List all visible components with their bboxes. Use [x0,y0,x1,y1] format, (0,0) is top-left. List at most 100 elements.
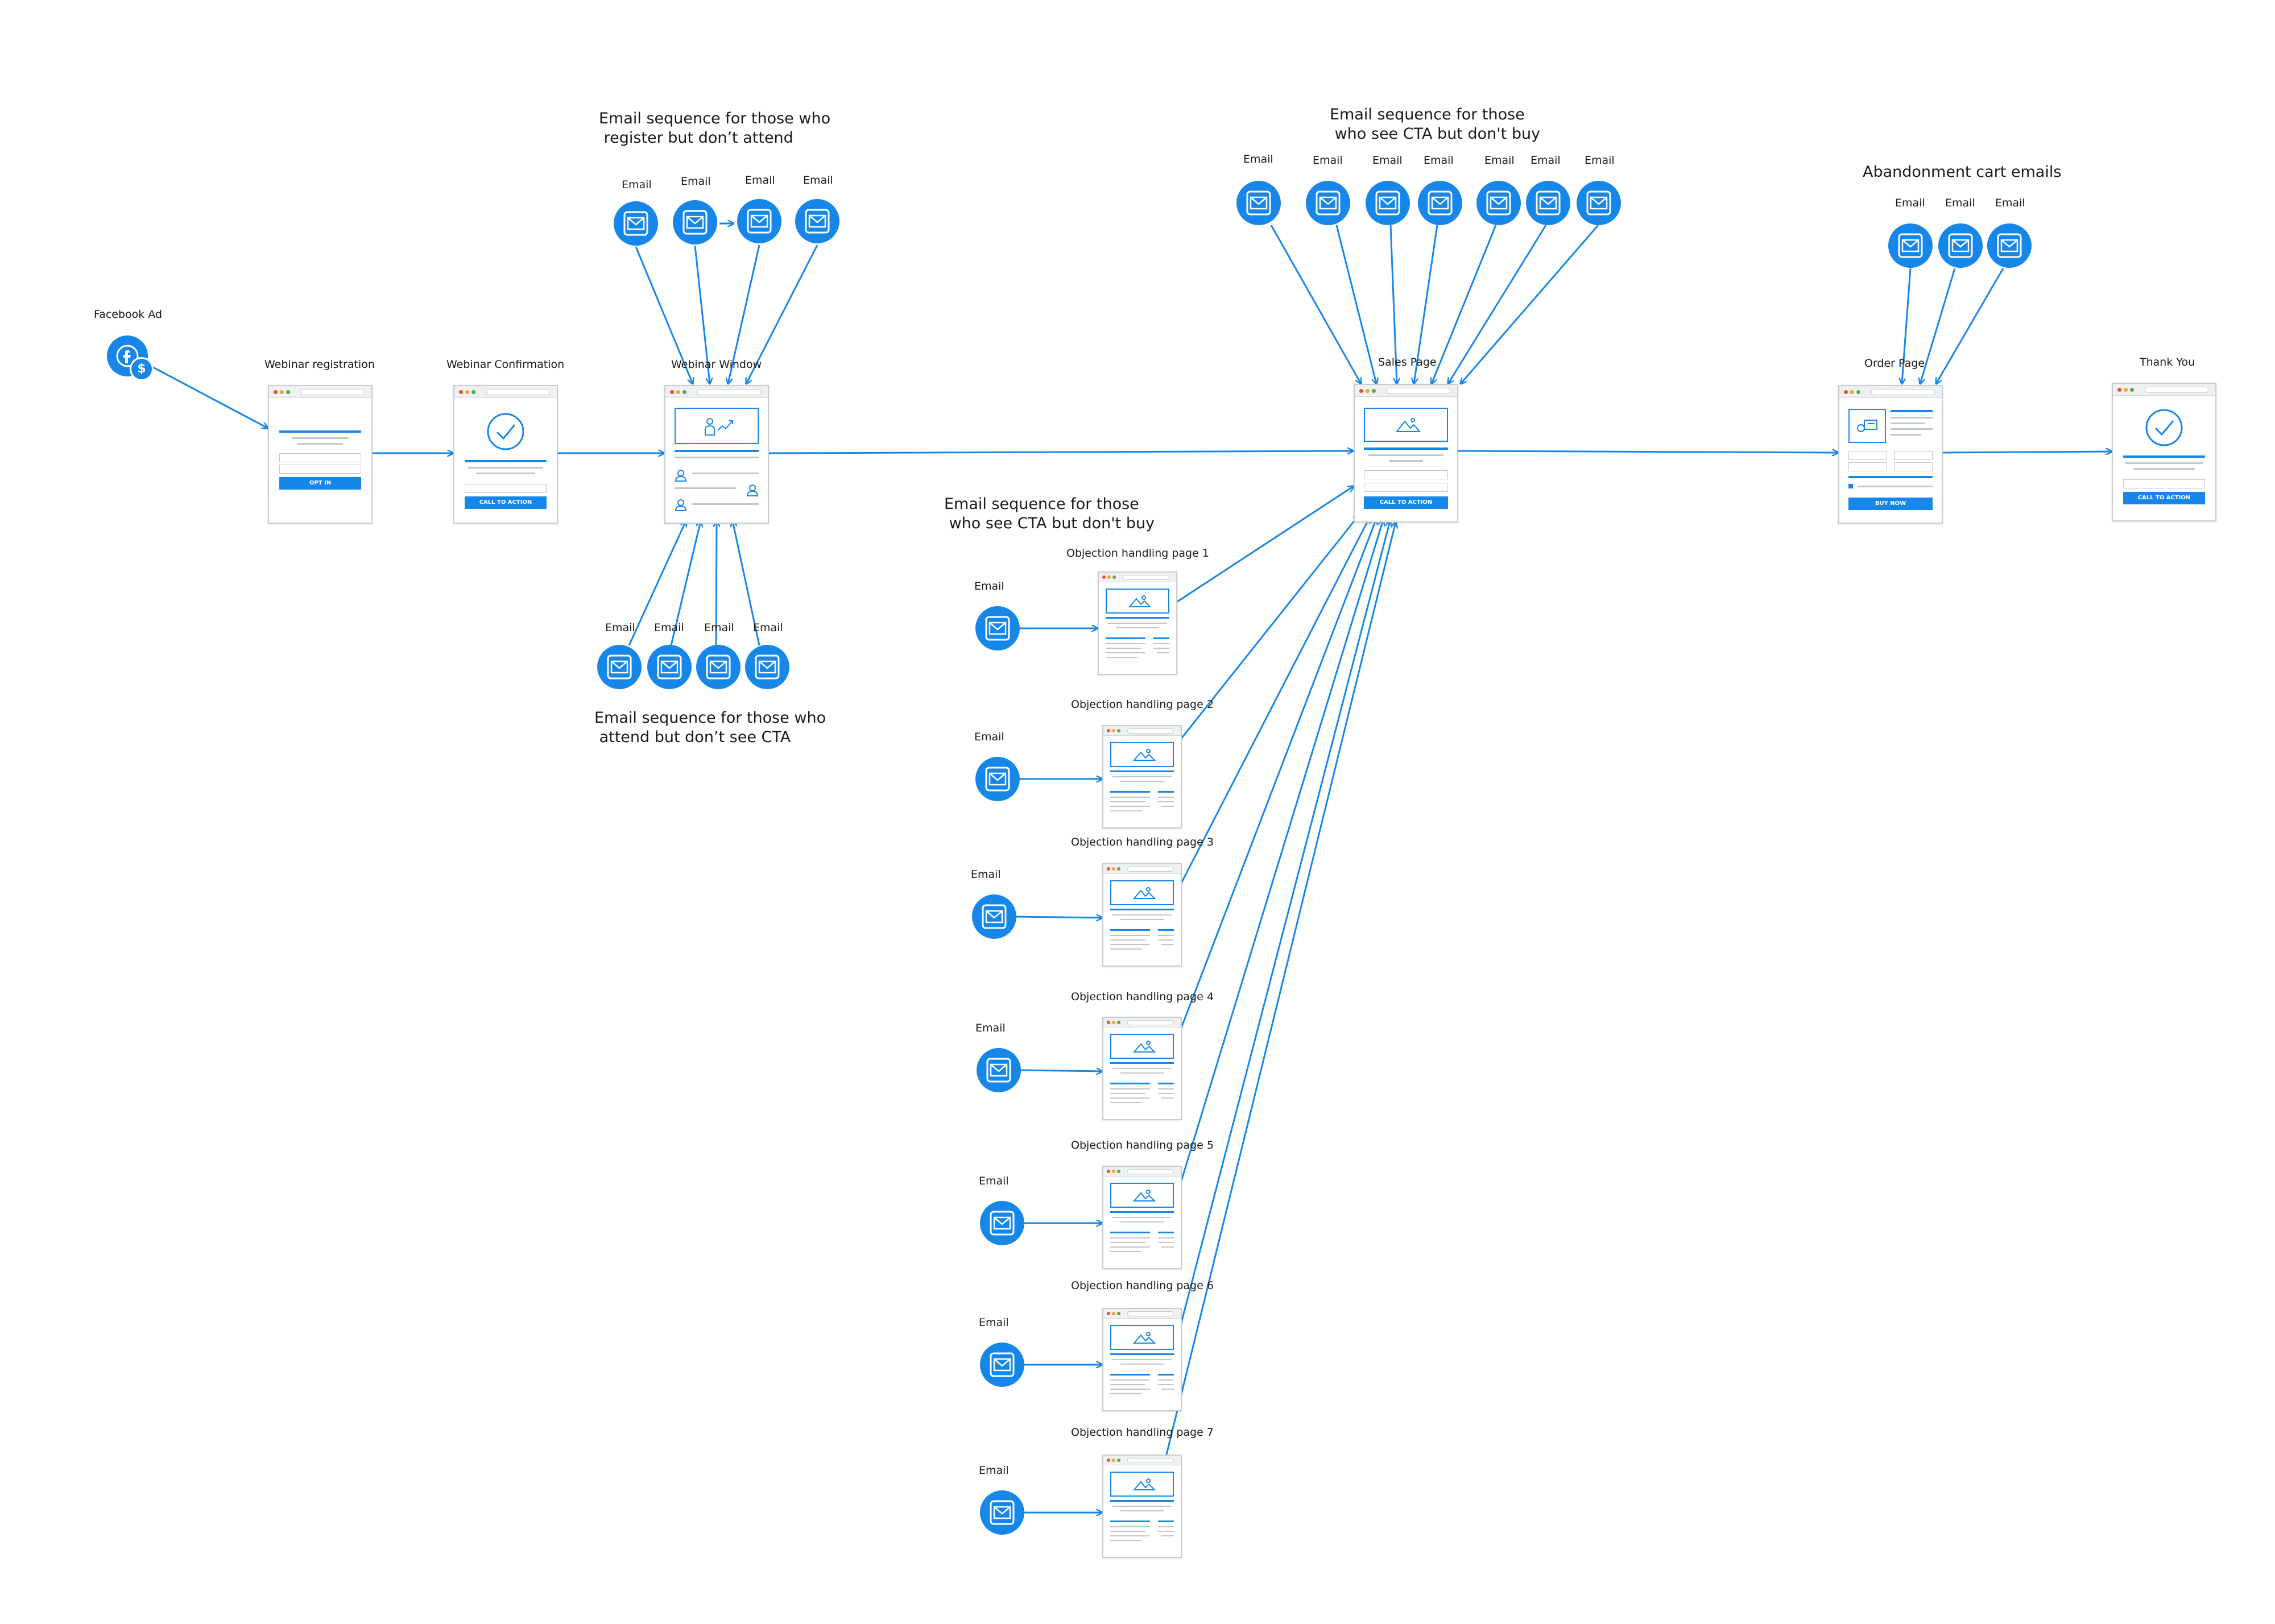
email-node-cta-not-buy-objections-4[interactable] [977,1048,1021,1092]
arrow-anc-3 [716,521,717,646]
email-node-cta-not-buy-objections-6[interactable] [980,1343,1024,1387]
email-label: Email [803,174,833,187]
email-node-cta-not-buy-objections-2[interactable] [975,757,1020,801]
arrow-rna-1 [635,246,693,384]
arrow-ab-1 [1902,268,1912,384]
order-page[interactable]: BUY NOW [1838,385,1943,524]
email-node-cta-not-buy-top-5[interactable] [1476,181,1521,225]
image-icon [1395,416,1421,435]
arrow-rna-2 [694,245,710,384]
envelope-icon [803,207,832,238]
email-node-attend-not-cta-1[interactable] [597,645,642,689]
email-node-cta-not-buy-top-4[interactable] [1418,181,1462,225]
envelope-icon [753,653,781,683]
envelope-icon [985,1056,1013,1087]
email-node-attend-not-cta-4[interactable] [745,645,789,689]
email-label: Email [974,731,1004,743]
group-title-cta-not-buy-objections: Email sequence for those who see CTA but… [944,495,1155,532]
objection-hero-image [1110,1034,1174,1059]
objection-hero-image [1110,1183,1174,1208]
objection-hero-image [1110,880,1174,905]
webinar-registration-page[interactable]: OPT IN [268,385,373,524]
email-node-cta-not-buy-top-3[interactable] [1366,181,1410,225]
objection-page-3[interactable] [1102,863,1182,967]
email-label: Email [1243,153,1273,165]
envelope-icon [605,653,634,683]
arrow-obj-7-sales [1164,522,1396,1462]
arrow-email-obj-3 [1014,917,1102,918]
email-label: Email [745,174,775,187]
card-icon [1856,418,1878,436]
email-node-cta-not-buy-top-1[interactable] [1236,181,1281,225]
email-node-cta-not-buy-top-2[interactable] [1306,181,1350,225]
webinar-window-label: Webinar Window [671,358,762,371]
email-node-cta-not-buy-objections-5[interactable] [980,1201,1024,1245]
objection-page-label-6: Objection handling page 6 [1071,1279,1214,1292]
objection-hero-image [1110,1325,1174,1350]
objection-page-label-1: Objection handling page 1 [1066,547,1209,560]
arrow-cta-1 [1270,225,1361,384]
webinar-video[interactable] [675,408,759,444]
envelope-icon [1314,189,1342,219]
objection-page-7[interactable] [1102,1455,1182,1558]
image-icon [1132,886,1156,902]
email-node-abandonment-3[interactable] [1987,223,2032,268]
email-node-cta-not-buy-top-7[interactable] [1577,181,1621,225]
chart-icon [703,416,737,438]
opt-in-button[interactable]: OPT IN [279,477,361,490]
email-node-cta-not-buy-objections-3[interactable] [972,894,1016,939]
objection-page-6[interactable] [1102,1308,1182,1411]
envelope-icon [983,614,1012,645]
email-field[interactable] [279,465,361,474]
email-label: Email [979,1316,1009,1329]
arrow-obj-3-sales [1180,517,1370,885]
email-node-register-not-attend-1[interactable] [614,201,658,246]
objection-hero-image [1106,589,1169,614]
thank-you-page[interactable]: CALL TO ACTION [2112,383,2216,521]
email-node-register-not-attend-2[interactable] [673,200,717,245]
envelope-icon [1946,231,1975,262]
thank-you-cta-button[interactable]: CALL TO ACTION [2123,492,2205,504]
objection-page-1[interactable] [1098,571,1177,675]
email-node-attend-not-cta-2[interactable] [647,645,692,689]
arrow-cta-4 [1414,225,1438,384]
arrow-obj-1-sales [1177,486,1354,603]
objection-page-4[interactable] [1102,1017,1182,1120]
confirmation-cta-button[interactable]: CALL TO ACTION [465,496,547,509]
envelope-icon [1374,189,1402,219]
thank-you-label: Thank You [2140,356,2195,368]
sales-cta-button[interactable]: CALL TO ACTION [1364,496,1448,509]
email-label: Email [1484,154,1515,167]
name-field[interactable] [279,453,361,462]
webinar-window-page[interactable] [664,385,769,524]
email-node-register-not-attend-4[interactable] [795,199,839,243]
email-label: Email [979,1464,1009,1477]
email-node-cta-not-buy-objections-1[interactable] [975,606,1020,651]
objection-page-5[interactable] [1102,1166,1182,1269]
buy-now-button[interactable]: BUY NOW [1848,498,1933,510]
arrow-cta-6 [1448,225,1547,384]
arrow-rna-3 [728,245,760,384]
order-checkbox[interactable] [1848,484,1853,488]
dollar-icon: $ [137,362,146,376]
email-label: Email [1372,154,1403,167]
envelope-icon [681,208,709,239]
email-node-cta-not-buy-top-6[interactable] [1526,181,1570,225]
envelope-icon [1426,189,1454,219]
objection-page-2[interactable] [1102,725,1182,828]
sales-page[interactable]: CALL TO ACTION [1354,384,1458,523]
arrow-sales-to-order [1456,451,1838,453]
arrow-email-obj-4 [1019,1070,1102,1071]
webinar-confirmation-page[interactable]: CALL TO ACTION [453,385,558,524]
user-icon [675,499,687,513]
arrow-cta-7 [1461,225,1599,384]
email-node-cta-not-buy-objections-7[interactable] [980,1490,1024,1535]
envelope-icon [655,653,684,683]
email-node-abandonment-1[interactable] [1888,223,1933,268]
user-icon [675,469,687,484]
webinar-registration-label: Webinar registration [264,358,375,371]
email-node-register-not-attend-3[interactable] [737,199,781,243]
email-node-abandonment-2[interactable] [1938,223,1983,268]
email-node-attend-not-cta-3[interactable] [696,645,741,689]
